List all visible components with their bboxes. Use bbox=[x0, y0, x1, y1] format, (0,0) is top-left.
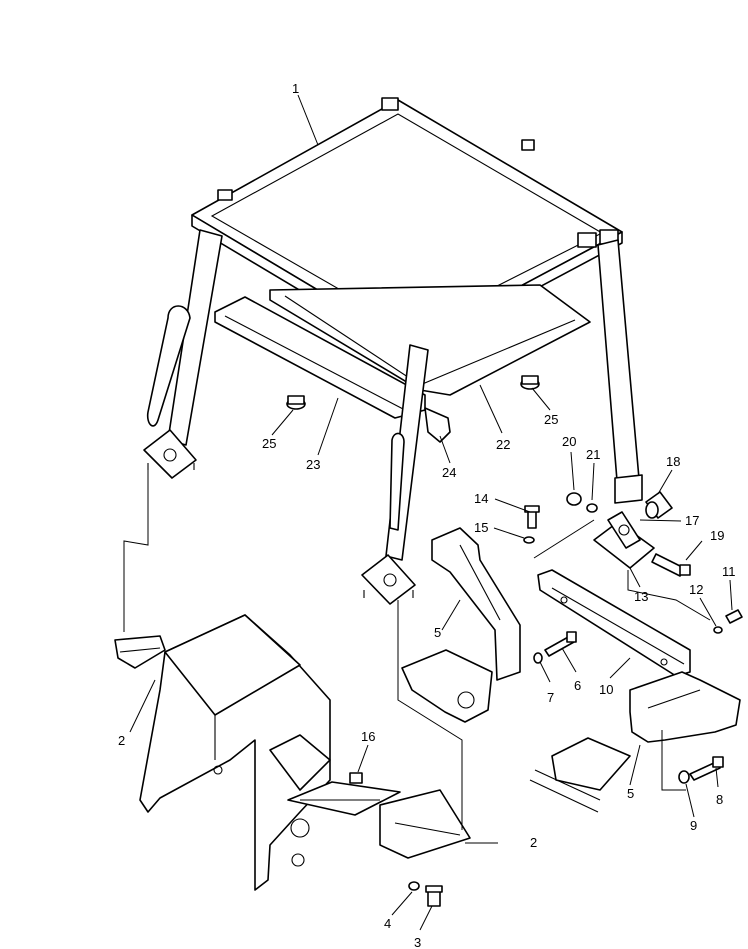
leg-mount-left bbox=[143, 429, 197, 479]
nut-16 bbox=[349, 772, 363, 784]
assembly-chain-lines bbox=[123, 470, 711, 830]
label-24: 24 bbox=[442, 465, 456, 480]
collar bbox=[566, 492, 582, 506]
label-1: 1 bbox=[292, 81, 299, 96]
label-21: 21 bbox=[586, 447, 600, 462]
bolt-19 bbox=[651, 553, 691, 577]
label-5-left: 5 bbox=[434, 625, 441, 640]
label-6: 6 bbox=[574, 678, 581, 693]
base-frame-center bbox=[401, 649, 493, 723]
label-16: 16 bbox=[361, 729, 375, 744]
bolt-14 bbox=[524, 505, 540, 529]
washer-9 bbox=[678, 770, 690, 784]
support-bracket-left bbox=[431, 527, 521, 681]
label-4: 4 bbox=[384, 916, 391, 931]
support-bar bbox=[424, 407, 451, 443]
mounting-plate bbox=[287, 781, 401, 816]
rubber-mount-left bbox=[286, 395, 306, 410]
washer-12 bbox=[713, 626, 723, 634]
label-17: 17 bbox=[685, 513, 699, 528]
label-23: 23 bbox=[306, 457, 320, 472]
washer-21 bbox=[586, 503, 598, 513]
crossbar-10 bbox=[537, 569, 691, 677]
label-5-right: 5 bbox=[627, 786, 634, 801]
label-25-left: 25 bbox=[262, 436, 276, 451]
label-20: 20 bbox=[562, 434, 576, 449]
leg-mount-center bbox=[361, 554, 416, 605]
bolt-3 bbox=[425, 885, 443, 907]
label-7: 7 bbox=[547, 690, 554, 705]
label-22: 22 bbox=[496, 437, 510, 452]
handrails bbox=[146, 305, 405, 531]
frame-bracket-left bbox=[114, 635, 166, 669]
washer-4 bbox=[408, 881, 420, 891]
label-2-left: 2 bbox=[118, 733, 125, 748]
frame-bracket-right bbox=[379, 789, 471, 859]
bolt-11 bbox=[725, 609, 743, 624]
label-8: 8 bbox=[716, 792, 723, 807]
washer-15 bbox=[523, 536, 535, 544]
label-18: 18 bbox=[666, 454, 680, 469]
label-12: 12 bbox=[689, 582, 703, 597]
label-14: 14 bbox=[474, 491, 488, 506]
label-2-right: 2 bbox=[530, 835, 537, 850]
bolt-6 bbox=[544, 631, 577, 657]
label-11: 11 bbox=[722, 564, 736, 579]
label-13: 13 bbox=[634, 589, 648, 604]
base-frame-right bbox=[529, 737, 631, 813]
floor-plate bbox=[269, 284, 591, 396]
part-labels: 1 2 2 3 4 5 5 6 7 8 9 10 11 12 13 14 15 … bbox=[118, 81, 736, 949]
support-bracket-right bbox=[629, 671, 741, 743]
label-15: 15 bbox=[474, 520, 488, 535]
label-9: 9 bbox=[690, 818, 697, 833]
label-10: 10 bbox=[599, 682, 613, 697]
label-25-right: 25 bbox=[544, 412, 558, 427]
bracket-13 bbox=[593, 511, 655, 569]
label-3: 3 bbox=[414, 935, 421, 949]
label-19: 19 bbox=[710, 528, 724, 543]
bushing bbox=[645, 491, 673, 519]
washer-7 bbox=[533, 652, 543, 664]
rubber-mount-right bbox=[520, 375, 540, 390]
frame-base bbox=[139, 614, 331, 891]
leader-lines bbox=[129, 94, 733, 931]
bolt-8 bbox=[689, 756, 724, 781]
